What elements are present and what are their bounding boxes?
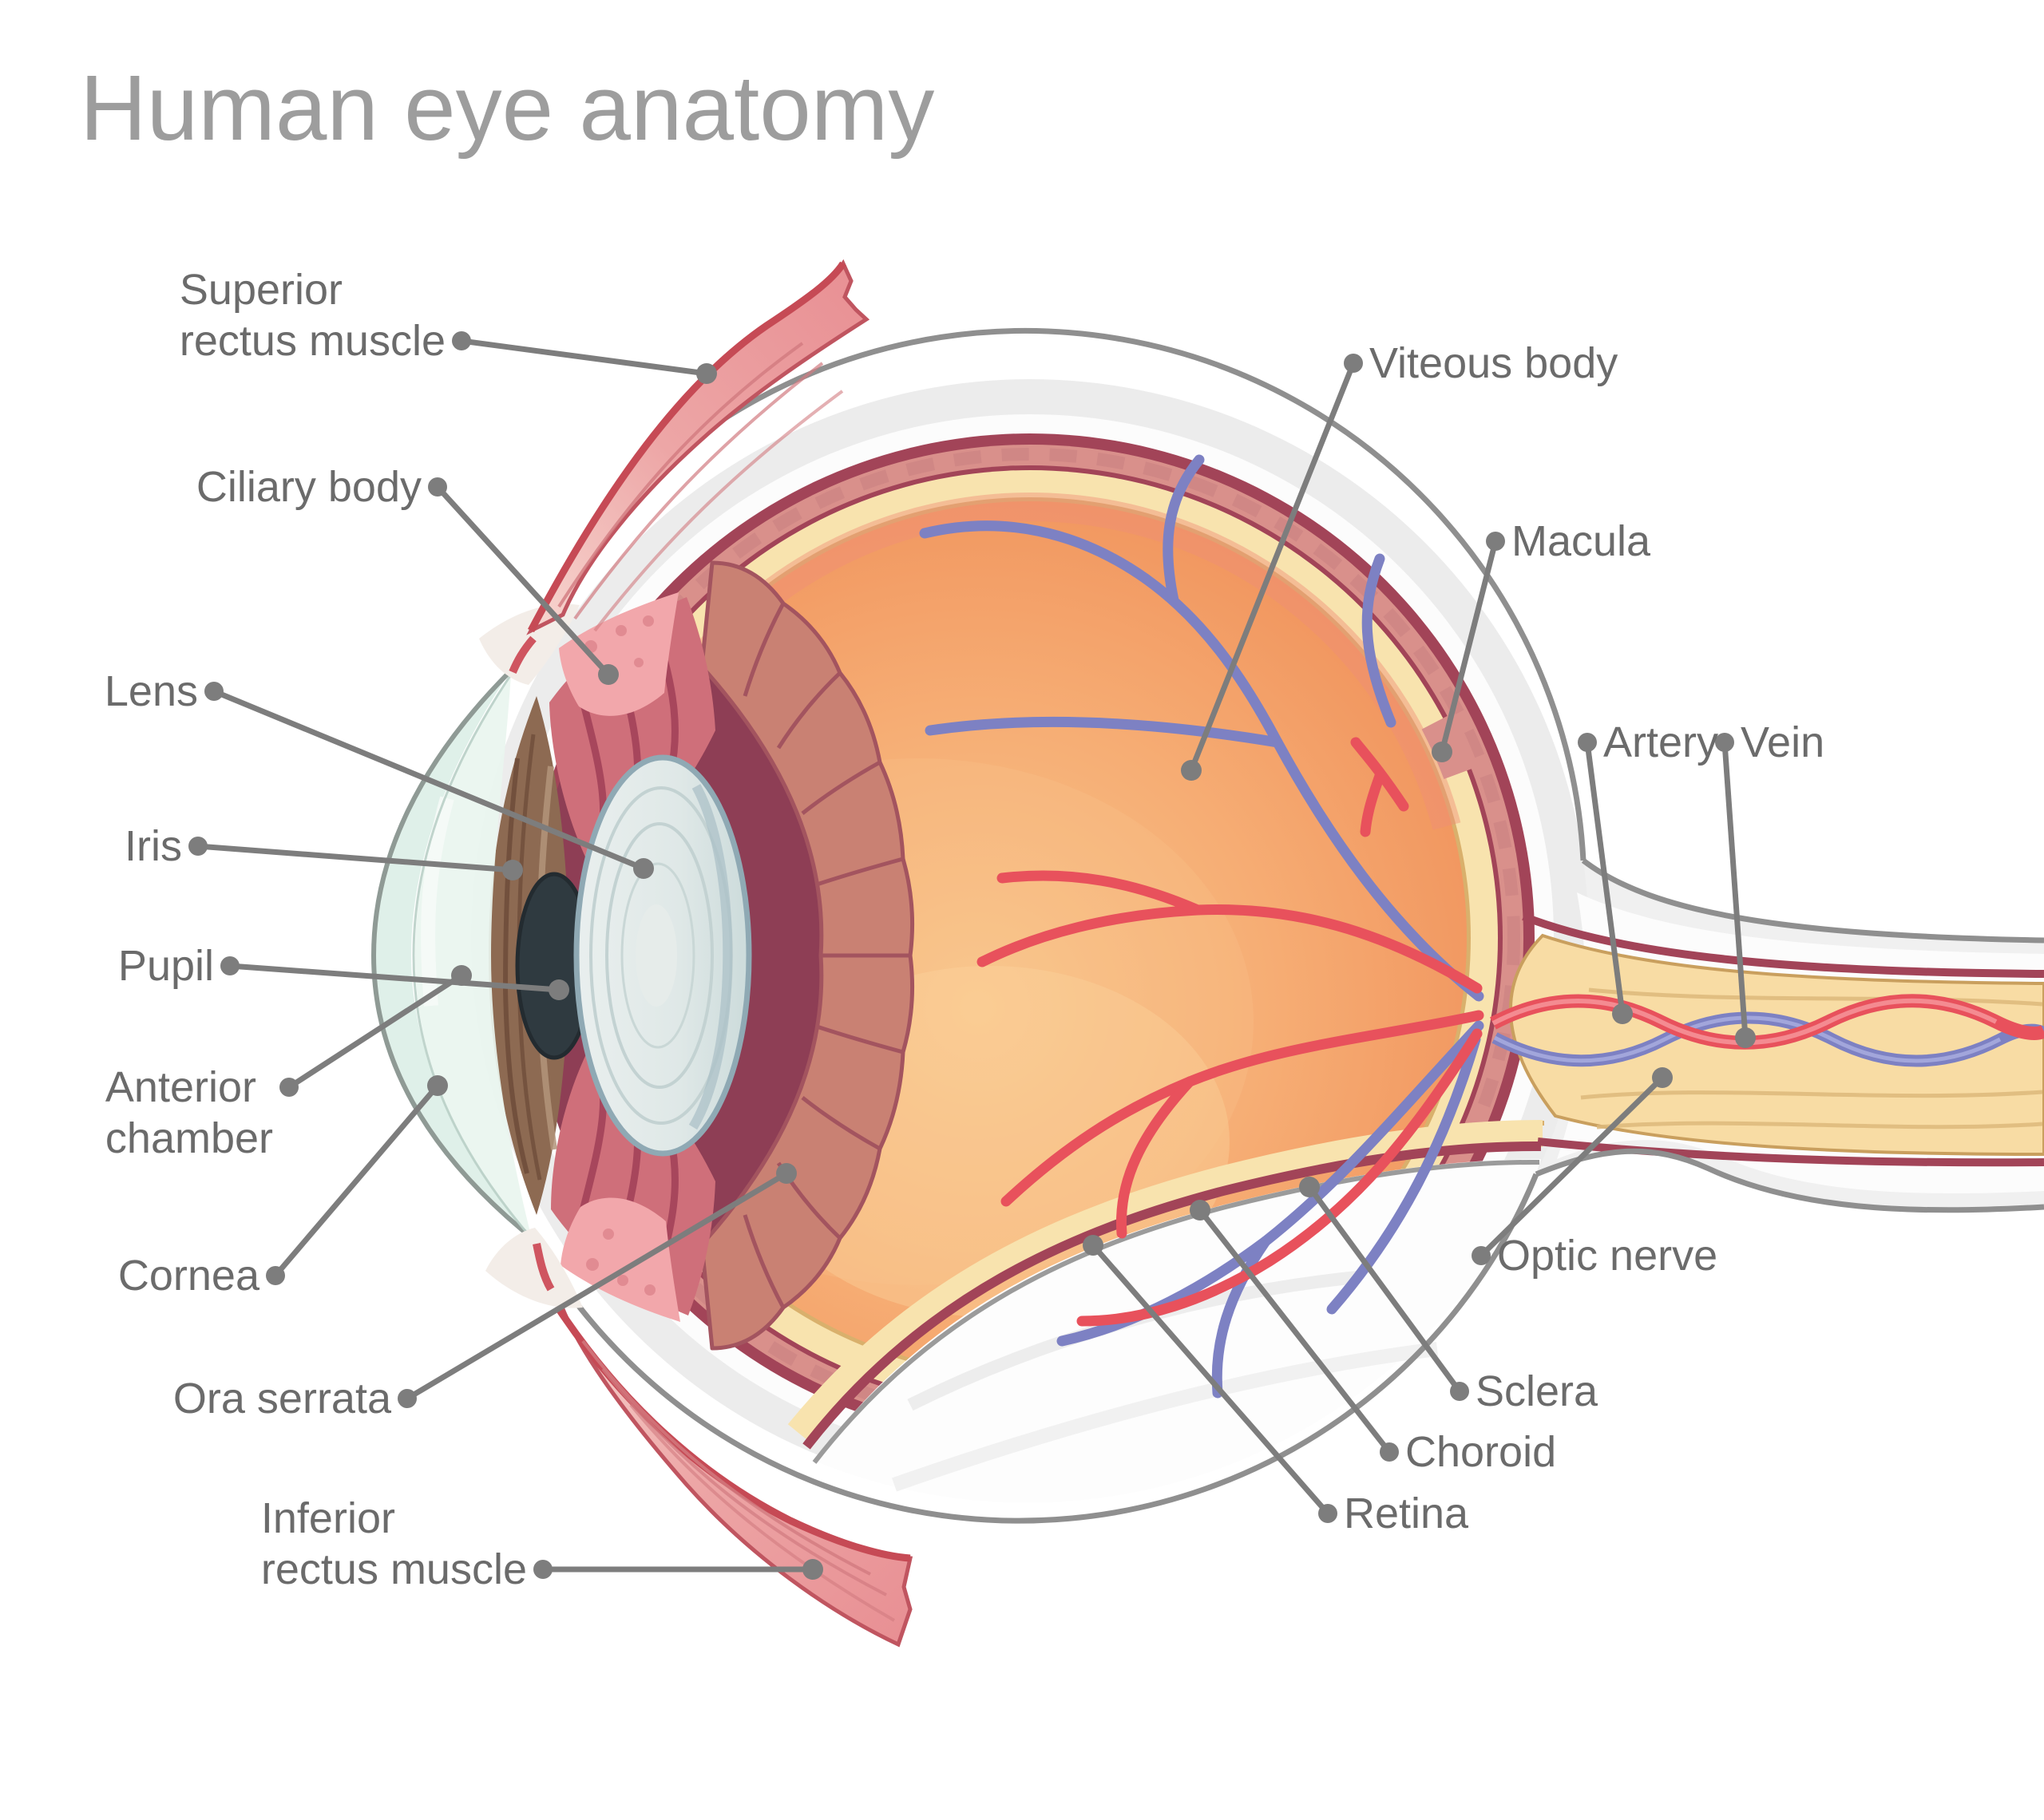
leader-line-cornea <box>273 1083 440 1278</box>
label-dot-superior-rectus-muscle <box>452 331 471 350</box>
cornea-shape <box>370 668 536 1242</box>
label-dot-ora-serrata <box>398 1389 417 1408</box>
target-dot-vein <box>1735 1027 1756 1048</box>
label-dot-optic-nerve <box>1472 1246 1491 1265</box>
label-choroid: Choroid <box>1405 1428 1557 1476</box>
leader-line-optic-nerve <box>1479 1075 1665 1258</box>
target-dot-retina <box>1083 1235 1103 1256</box>
leader-line-retina <box>1091 1243 1330 1516</box>
label-dot-vein <box>1715 733 1734 752</box>
leader-line-vein <box>1721 742 1749 1039</box>
page-title: Human eye anatomy <box>80 56 935 160</box>
leader-line-iris <box>197 843 513 873</box>
leader-line-choroid <box>1198 1208 1392 1454</box>
leader-line-sclera <box>1307 1185 1462 1394</box>
label-dot-macula <box>1486 532 1505 551</box>
target-dot-ciliary-body <box>598 664 619 685</box>
leader-line-artery <box>1584 742 1626 1015</box>
label-retina: Retina <box>1344 1490 1469 1537</box>
label-vein: Vein <box>1741 718 1825 766</box>
label-lens: Lens <box>104 667 198 715</box>
target-dot-optic-nerve <box>1652 1067 1673 1088</box>
label-iris: Iris <box>125 822 182 870</box>
label-macula: Macula <box>1511 517 1651 565</box>
leader-line-anterior-chamber <box>287 973 463 1090</box>
leader-lines <box>188 331 1756 1580</box>
target-dot-sclera <box>1299 1177 1320 1197</box>
target-dot-anterior-chamber <box>451 965 472 986</box>
label-dot-inferior-rectus-muscle <box>533 1560 553 1579</box>
leader-line-ora-serrata <box>406 1170 788 1402</box>
label-dot-choroid <box>1380 1442 1399 1462</box>
target-dot-artery <box>1612 1003 1633 1024</box>
label-ora-serrata: Ora serrata <box>172 1375 391 1422</box>
target-dot-viteous-body <box>1181 760 1202 781</box>
target-dot-superior-rectus-muscle <box>696 363 717 384</box>
ciliary-body-shape <box>549 592 715 1322</box>
label-dot-anterior-chamber <box>279 1078 299 1097</box>
inferior-rectus-shape <box>485 1228 913 1648</box>
sclera-outer-bulge <box>787 1120 1545 1503</box>
label-artery: Artery <box>1603 718 1719 766</box>
target-dot-pupil <box>549 979 569 1000</box>
label-dot-viteous-body <box>1344 354 1363 373</box>
label-sclera: Sclera <box>1476 1367 1598 1415</box>
target-dot-ora-serrata <box>776 1163 797 1184</box>
leader-line-pupil <box>229 963 560 993</box>
label-pupil: Pupil <box>117 942 214 990</box>
label-optic-nerve: Optic nerve <box>1497 1232 1718 1280</box>
leader-line-macula <box>1439 540 1499 753</box>
target-dot-inferior-rectus-muscle <box>802 1559 823 1580</box>
artery-vessel <box>976 737 1484 1327</box>
leader-line-lens <box>212 688 645 872</box>
target-dot-cornea <box>427 1075 448 1096</box>
target-dot-iris <box>502 860 523 880</box>
label-dot-retina <box>1318 1504 1337 1523</box>
label-dot-sclera <box>1450 1382 1469 1401</box>
label-dot-lens <box>204 682 224 701</box>
target-dot-lens <box>633 858 654 879</box>
label-dot-cornea <box>266 1266 285 1285</box>
lens-shape <box>573 754 752 1157</box>
superior-rectus-shape <box>479 259 870 685</box>
label-dot-iris <box>188 837 208 856</box>
leader-line-superior-rectus-muscle <box>461 338 707 377</box>
label-dot-artery <box>1578 733 1597 752</box>
target-dot-macula <box>1432 742 1452 762</box>
leader-line-ciliary-body <box>435 485 611 677</box>
leader-line-viteous-body <box>1188 362 1357 772</box>
label-dot-pupil <box>220 956 240 975</box>
target-dot-choroid <box>1190 1200 1210 1221</box>
label-cornea: Cornea <box>117 1252 259 1300</box>
label-ciliary-body: Ciliary body <box>196 463 422 511</box>
label-dot-ciliary-body <box>428 477 447 497</box>
label-viteous-body: Viteous body <box>1369 339 1618 387</box>
